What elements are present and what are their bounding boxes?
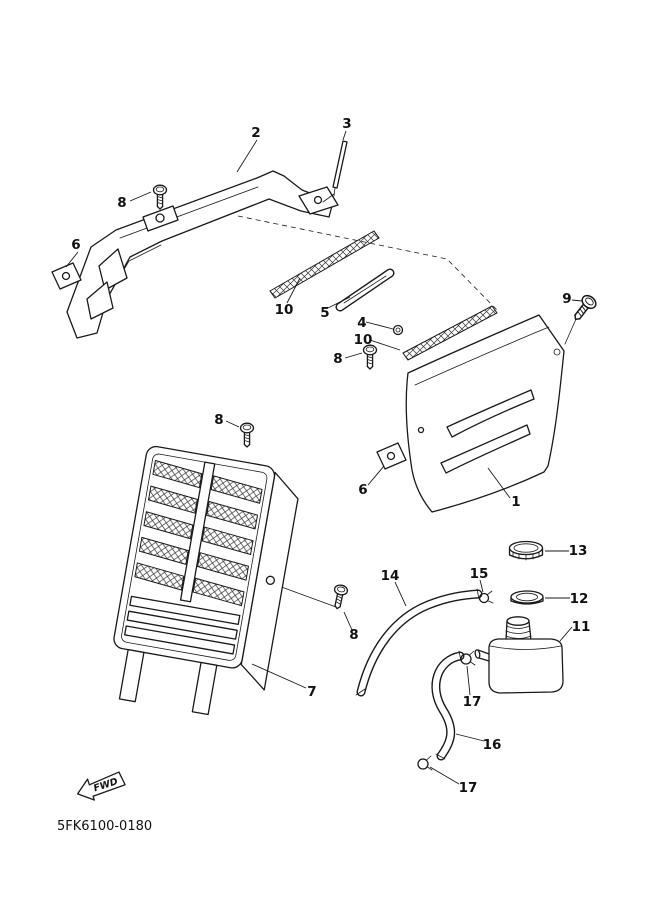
part-1-side-panel [405, 314, 565, 513]
part-label: 8 [117, 195, 126, 211]
leader-line [344, 352, 363, 359]
part-label: 17 [463, 694, 482, 710]
part-labels: 2 3 8 6 10 5 4 10 8 9 8 6 1 13 15 14 12 … [71, 116, 590, 796]
part-label: 8 [333, 351, 342, 367]
part-8-screw-a [152, 184, 168, 210]
part-label: 3 [342, 116, 351, 132]
part-label: 8 [349, 627, 358, 643]
part-label: 16 [483, 737, 502, 753]
part-13-cap [508, 540, 544, 561]
part-label: 9 [562, 291, 571, 307]
part-label: 15 [470, 566, 489, 582]
part-3-pin [322, 140, 348, 203]
leader-line [559, 626, 573, 642]
part-label: 14 [381, 568, 400, 584]
part-label: 6 [71, 237, 80, 253]
leader-line [394, 581, 407, 607]
part-17-clip-b [417, 755, 433, 771]
part-10-trim-strip-b [402, 305, 498, 361]
part-15-clip [478, 590, 494, 604]
part-11-reservoir-tank [474, 616, 564, 694]
part-label: 11 [572, 619, 591, 635]
part-label: 4 [357, 315, 366, 331]
part-label: 10 [354, 332, 373, 348]
leader-line [225, 420, 240, 428]
part-8-screw-d [275, 583, 350, 611]
leader-line [129, 191, 152, 202]
part-label: 2 [251, 125, 260, 141]
part-label: 8 [214, 412, 223, 428]
part-6-bracket-left [51, 262, 82, 290]
leader-line [571, 299, 583, 302]
leader-line [479, 579, 484, 593]
part-label: 7 [307, 684, 316, 700]
leader-line [236, 139, 258, 173]
fwd-arrow: FWD [76, 771, 126, 801]
part-17-clip-a [460, 650, 476, 666]
leader-line [342, 130, 347, 141]
part-12-seal-ring [510, 590, 544, 605]
part-label: 5 [320, 305, 329, 321]
leader-line [343, 611, 353, 631]
part-4-nut [392, 324, 404, 336]
part-label: 13 [569, 543, 588, 559]
leader-line [466, 665, 471, 696]
part-5-seal-strip [335, 268, 395, 312]
part-label: 1 [511, 494, 520, 510]
part-16-hose [431, 650, 465, 761]
part-7-grille [113, 445, 299, 716]
leader-line [65, 251, 79, 268]
leader-line [327, 296, 351, 309]
leader-line [455, 733, 485, 742]
part-label: 6 [358, 482, 367, 498]
leader-line [251, 663, 307, 689]
part-8-screw-b [362, 344, 378, 370]
leader-line [365, 321, 394, 330]
diagram-code: 5FK6100-0180 [57, 819, 152, 834]
part-9-screw [564, 292, 600, 345]
part-14-hose [355, 588, 483, 697]
part-8-screw-c [239, 422, 255, 448]
leader-line [367, 465, 385, 486]
part-6-bracket-right [376, 442, 407, 470]
part-10-trim-strip-a [269, 230, 380, 299]
part-label: 12 [570, 591, 589, 607]
leader-line [286, 277, 301, 304]
leader-line [487, 467, 511, 499]
leader-line [369, 339, 401, 351]
part-label: 17 [459, 780, 478, 796]
leader-lines [65, 130, 583, 785]
part-2-upper-panel [66, 170, 339, 339]
part-label: 10 [275, 302, 294, 318]
leader-line [429, 766, 460, 785]
